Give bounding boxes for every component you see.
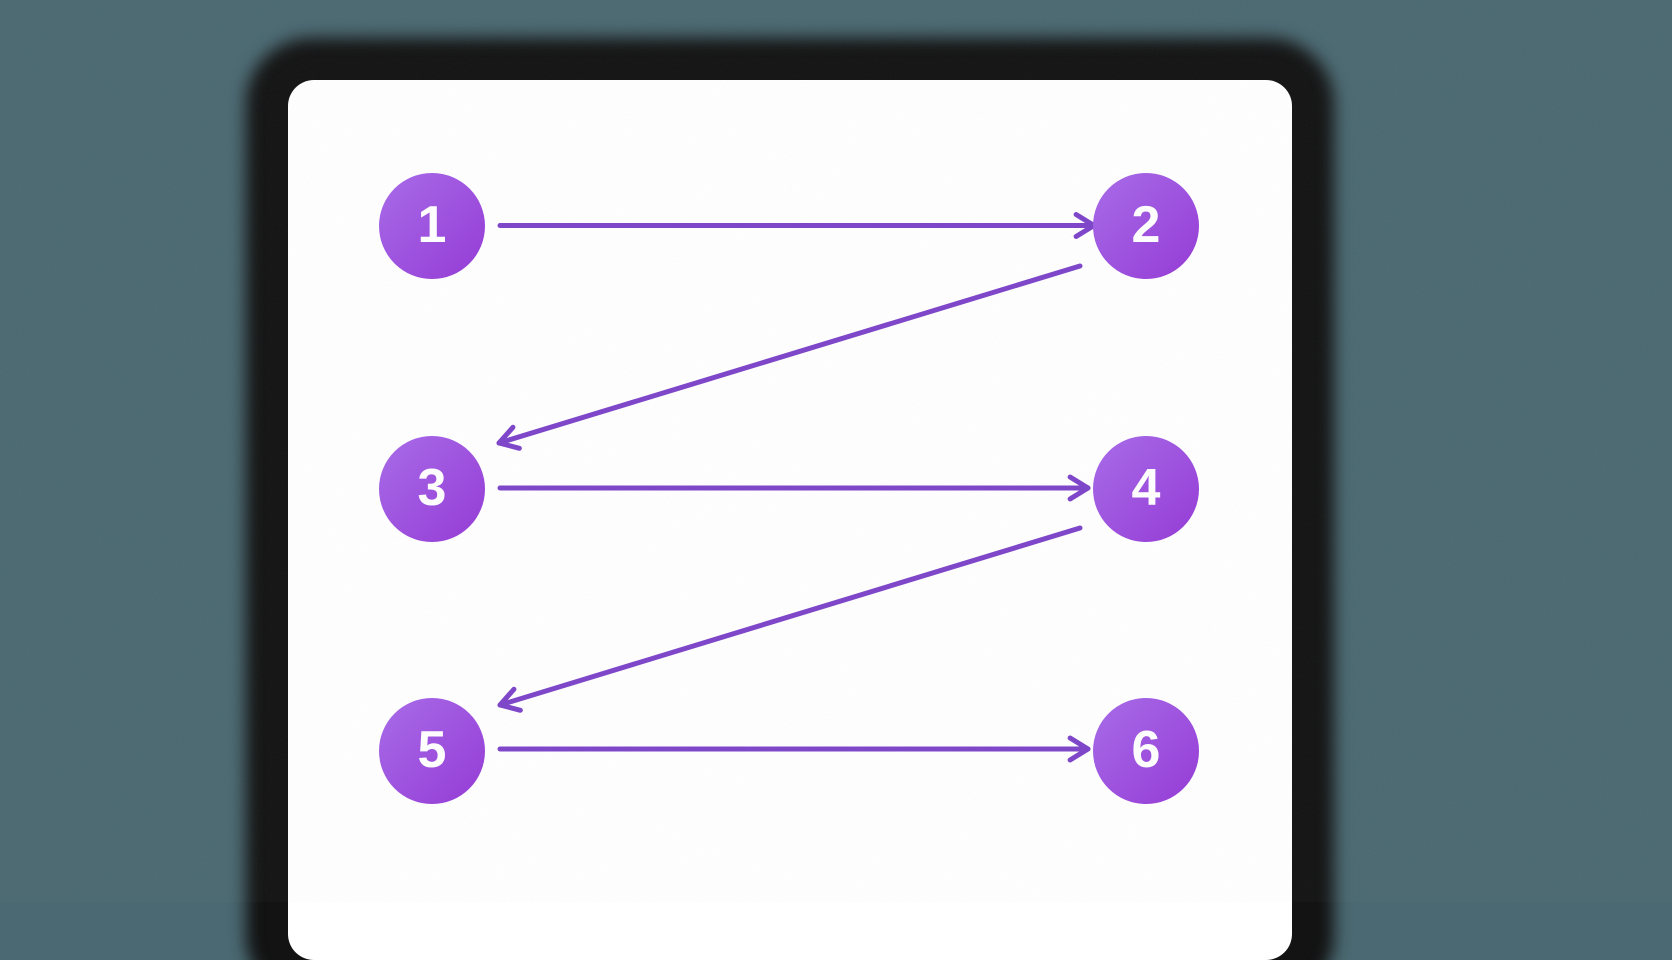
step-node-label: 1: [417, 196, 447, 254]
arrow-5-6: [497, 735, 1091, 763]
step-node-2: 2: [1093, 173, 1199, 279]
step-node-1: 1: [379, 173, 485, 279]
step-node-label: 5: [417, 721, 447, 779]
arrow-3-4: [497, 474, 1091, 502]
step-node-label: 2: [1131, 196, 1161, 254]
step-node-label: 6: [1131, 721, 1161, 779]
step-node-6: 6: [1093, 698, 1199, 804]
step-node-4: 4: [1093, 436, 1199, 542]
step-node-label: 3: [417, 459, 447, 517]
step-node-5: 5: [379, 698, 485, 804]
step-node-label: 4: [1131, 459, 1161, 517]
arrow-2-3: [496, 263, 1083, 451]
arrow-1-2: [497, 212, 1097, 239]
card: 1 2 3 4 5 6: [288, 80, 1292, 960]
step-node-3: 3: [379, 436, 485, 542]
arrow-4-5: [497, 525, 1083, 713]
